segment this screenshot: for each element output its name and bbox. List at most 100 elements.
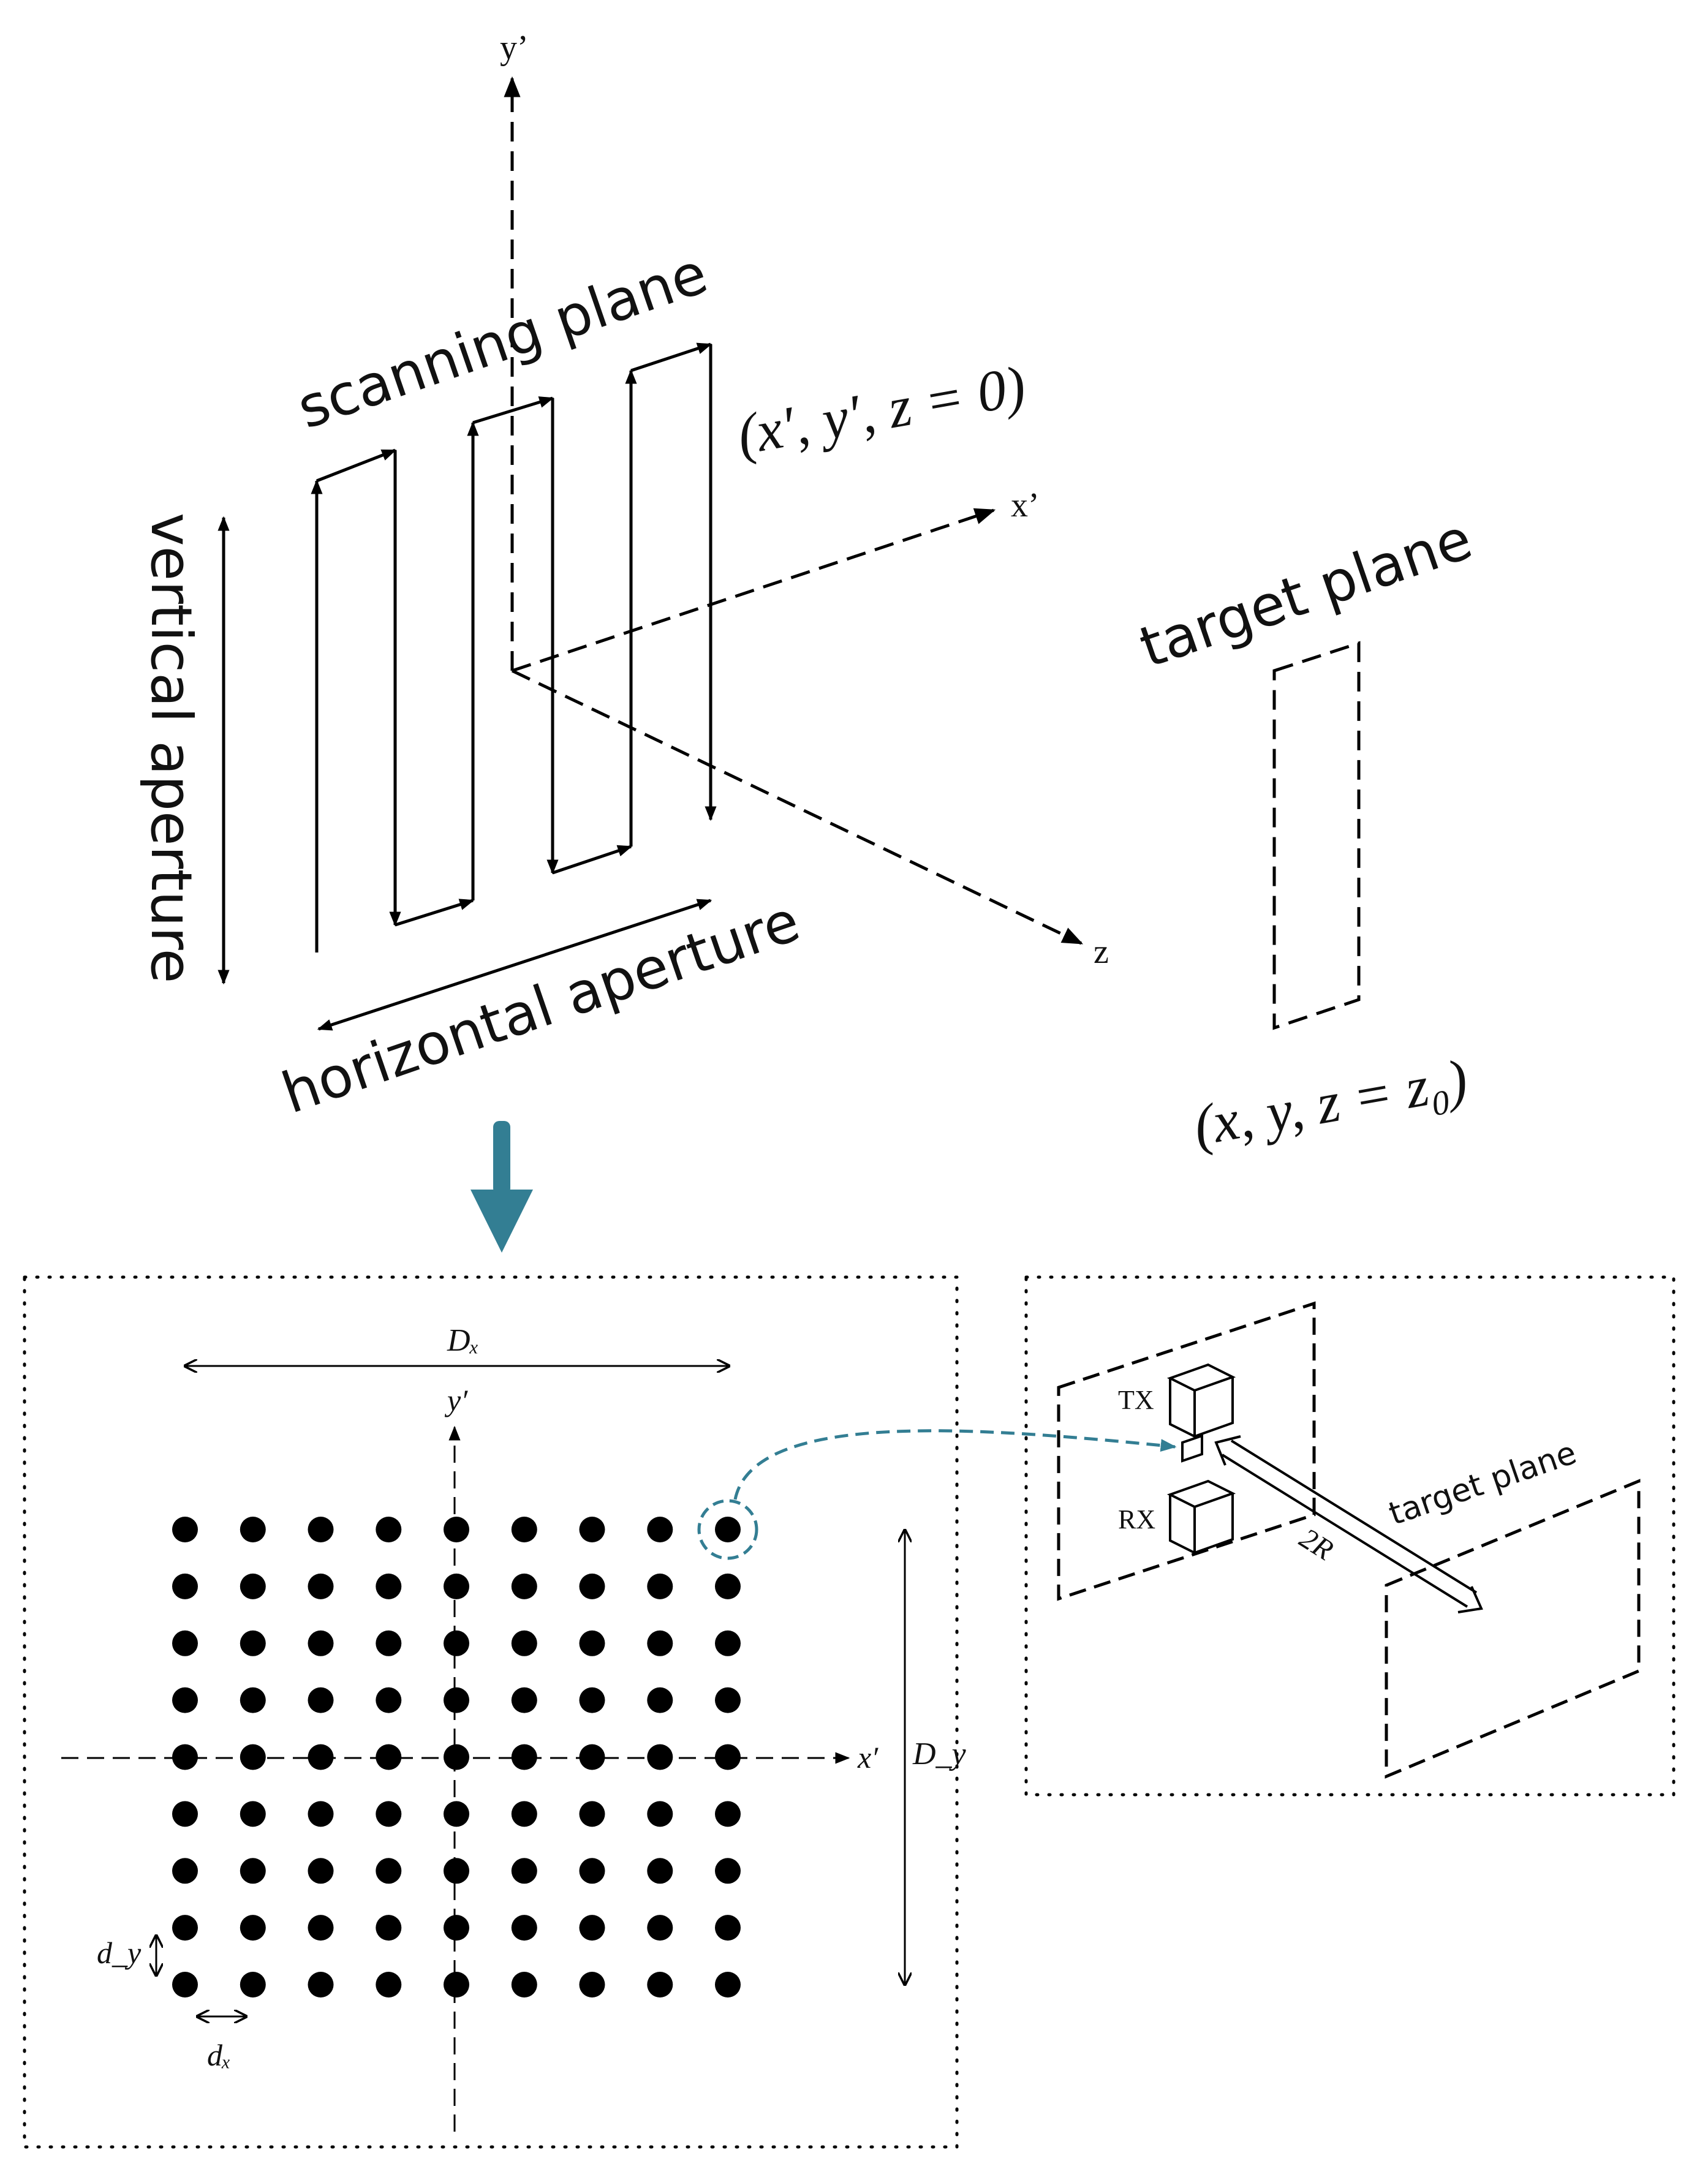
sample-point (444, 1915, 469, 1941)
horizontal-aperture-arrow (317, 899, 712, 1031)
sample-point (444, 1630, 469, 1656)
sample-point (715, 1744, 741, 1770)
highlight-ring (697, 1499, 758, 1560)
sample-point-grid (172, 1517, 741, 1997)
sample-point (444, 1972, 469, 1997)
scanning-plane-label: scanning plane (289, 240, 715, 442)
sample-point (647, 1573, 673, 1599)
horizontal-aperture-label: horizontal aperture (274, 888, 807, 1126)
sample-point (647, 1687, 673, 1713)
sampling-point-square (1181, 1434, 1203, 1463)
scan-seg-right-3 (472, 396, 554, 424)
tx-antenna (1166, 1363, 1236, 1439)
sample-point (240, 1573, 266, 1599)
sample-point (579, 1858, 605, 1884)
transition-arrow (470, 1121, 533, 1253)
sample-point (376, 1972, 402, 1997)
z-axis (511, 669, 1084, 945)
sample-point (308, 1858, 334, 1884)
sample-point (444, 1687, 469, 1713)
sample-point (511, 1858, 537, 1884)
round-trip-arrow (1214, 1435, 1483, 1613)
sample-point (444, 1858, 469, 1884)
sample-point (172, 1744, 198, 1770)
sample-point (511, 1517, 537, 1542)
target-plane-coordinates: (x, y, z = z₀) (1189, 1047, 1472, 1158)
detail-target-plane-outline (1385, 1479, 1641, 1779)
sample-point (511, 1972, 537, 1997)
sample-point (240, 1517, 266, 1542)
sample-point (579, 1744, 605, 1770)
grid-y-axis-label: y′ (444, 1383, 468, 1417)
sample-point (579, 1801, 605, 1827)
sample-point (172, 1972, 198, 1997)
sample-point (376, 1687, 402, 1713)
sample-point (647, 1744, 673, 1770)
dy-spacing-label: d_y (97, 1936, 142, 1970)
sample-point (240, 1801, 266, 1827)
sample-point (240, 1915, 266, 1941)
grid-x-axis-label: x′ (857, 1740, 879, 1775)
sample-point (647, 1517, 673, 1542)
sample-point (376, 1801, 402, 1827)
sample-point (172, 1630, 198, 1656)
sample-point (579, 1915, 605, 1941)
sample-point (579, 1517, 605, 1542)
target-plane-label: target plane (1132, 506, 1479, 681)
sample-point (579, 1573, 605, 1599)
sample-point (444, 1517, 469, 1542)
sample-point (715, 1630, 741, 1656)
x-prime-axis-label: x’ (1011, 486, 1040, 524)
z-axis-label: z (1094, 933, 1109, 971)
sample-point (172, 1858, 198, 1884)
sample-point (579, 1972, 605, 1997)
sample-point (647, 1858, 673, 1884)
detail-connector-curve (733, 1429, 1177, 1500)
coordinate-axes: y’ x’ z (500, 29, 1109, 971)
sample-point (308, 1687, 334, 1713)
sample-point (444, 1573, 469, 1599)
detail-panel-border (1024, 1275, 1676, 1797)
rx-antenna (1166, 1479, 1236, 1555)
scanning-plane-coordinates: (x′, y′, z = 0) (733, 354, 1030, 467)
sample-point (240, 1687, 266, 1713)
sample-point (172, 1801, 198, 1827)
sample-point (444, 1801, 469, 1827)
sample-point (172, 1687, 198, 1713)
sample-point (511, 1573, 537, 1599)
sample-point (715, 1801, 741, 1827)
rx-label: RX (1118, 1504, 1155, 1534)
sample-point (579, 1687, 605, 1713)
scanning-plane-outline (1057, 1301, 1316, 1601)
sample-point (511, 1801, 537, 1827)
top-scene: y’ x’ z vertical aperture horizontal ape… (138, 29, 1480, 1158)
sample-point (172, 1573, 198, 1599)
y-prime-axis-label: y’ (500, 29, 529, 67)
scan-seg-right-1 (316, 448, 397, 483)
x-prime-axis (512, 508, 996, 673)
sample-point (647, 1630, 673, 1656)
sample-point (240, 1744, 266, 1770)
sample-point (240, 1972, 266, 1997)
sample-point (511, 1744, 537, 1770)
sample-point (715, 1687, 741, 1713)
scan-seg-right-4 (552, 845, 633, 875)
sample-point (172, 1517, 198, 1542)
dy-span-label: D_y (912, 1737, 967, 1771)
dx-spacing-label: dₓ (207, 2038, 231, 2072)
sample-point (715, 1517, 741, 1542)
sample-point (376, 1915, 402, 1941)
sample-point (308, 1630, 334, 1656)
grid-panel-border (23, 1275, 959, 2149)
sample-point (715, 1915, 741, 1941)
round-trip-distance-label: 2R (1294, 1522, 1339, 1566)
sample-point (172, 1915, 198, 1941)
sample-point (647, 1972, 673, 1997)
sample-point (715, 1972, 741, 1997)
vertical-aperture-label: vertical aperture (138, 513, 204, 983)
sample-point (376, 1630, 402, 1656)
sample-point (444, 1744, 469, 1770)
sample-point (647, 1801, 673, 1827)
sample-point (511, 1630, 537, 1656)
